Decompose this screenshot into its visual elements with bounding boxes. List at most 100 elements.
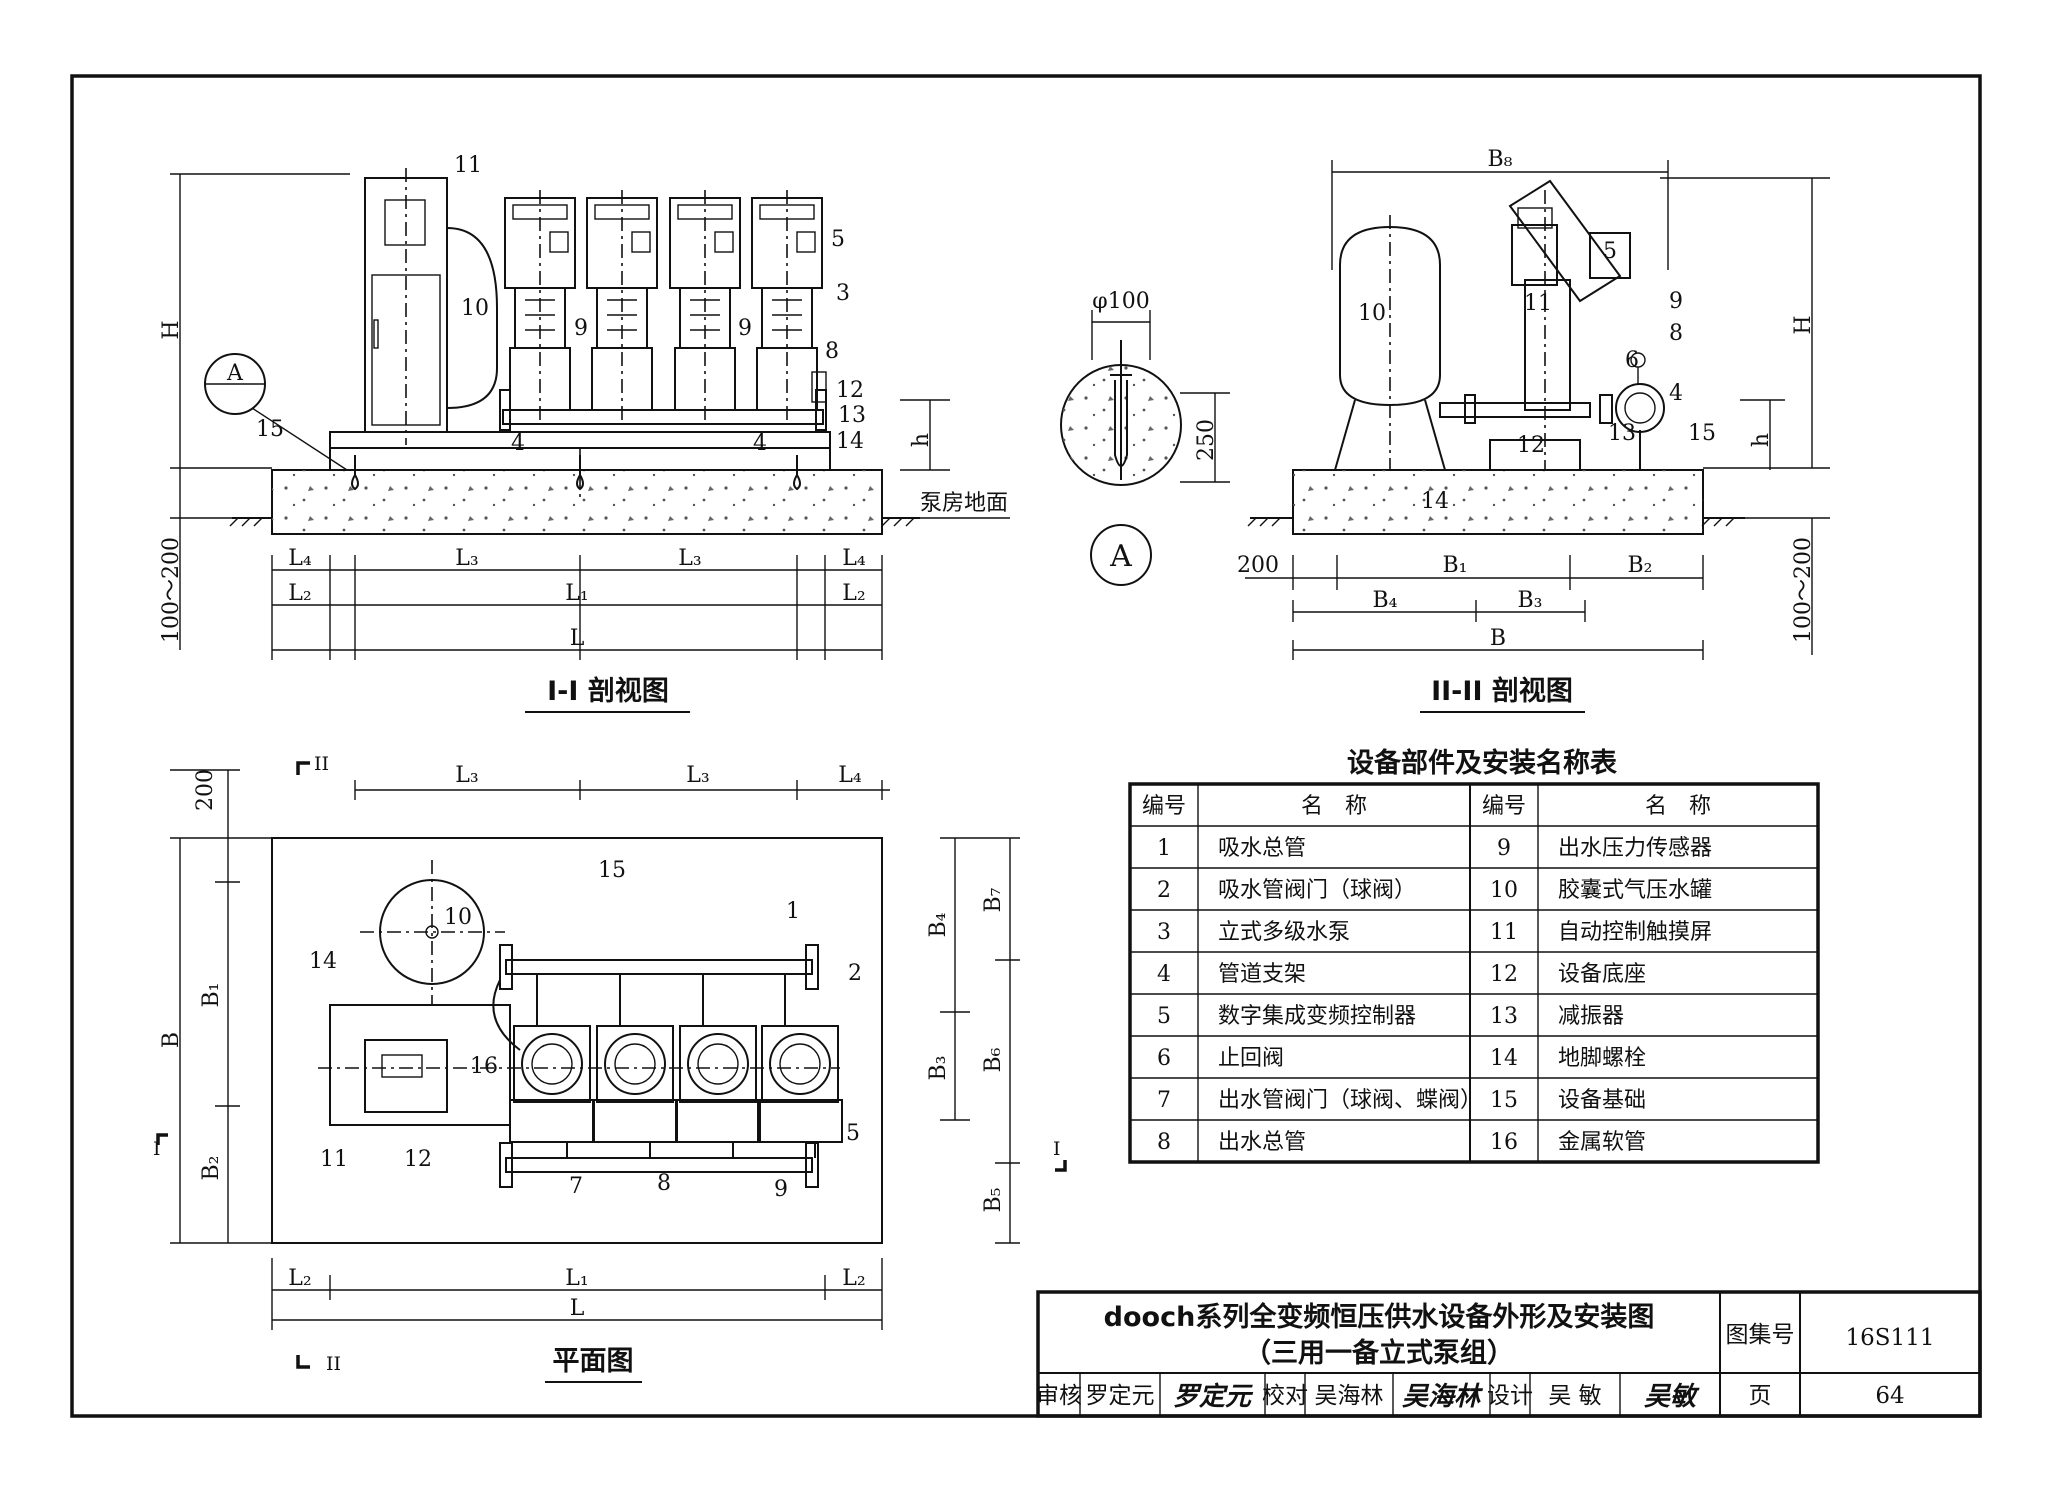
part-callout: 9 <box>1669 289 1683 314</box>
plan-dim-L4: L₄ <box>838 763 862 788</box>
table-cell: 1 <box>1157 836 1171 861</box>
table-cell: 出水管阀门（球阀、蝶阀） <box>1218 1088 1482 1113</box>
page-number: 64 <box>1875 1383 1904 1409</box>
dim-L3-a: L₃ <box>455 546 478 571</box>
table-cell: 5 <box>1157 1004 1171 1029</box>
caption-section-2: II-II 剖视图 <box>1431 675 1573 707</box>
detail-diameter: φ100 <box>1092 289 1149 314</box>
table-cell: 7 <box>1157 1088 1171 1113</box>
table-header: 名 称 <box>1301 794 1367 819</box>
part-callout: 7 <box>569 1174 583 1199</box>
svg-text:A: A <box>226 361 244 386</box>
table-cell: 止回阀 <box>1218 1046 1284 1071</box>
plan-dimensions: 200 B B₁ B₂ B₄ B₃ B₇ B₆ B₅ L₃ L₃ L₄ <box>153 753 1067 1383</box>
plan-dim-L: L <box>570 1296 585 1321</box>
dim-L4-a: L₄ <box>288 546 312 571</box>
dim-H-right: H <box>1791 315 1816 334</box>
atlas-label: 图集号 <box>1726 1322 1795 1348</box>
dim-L2-a: L₂ <box>288 581 311 606</box>
atlas-number: 16S111 <box>1846 1325 1935 1351</box>
table-cell: 吸水总管 <box>1218 836 1306 861</box>
detail-depth: 250 <box>1194 419 1219 461</box>
part-callout: 8 <box>1669 321 1683 346</box>
title-line-1: dooch系列全变频恒压供水设备外形及安装图 <box>1104 1301 1655 1333</box>
designer-signature: 吴敏 <box>1644 1382 1700 1412</box>
dim-h-2: h <box>1749 433 1774 447</box>
dim-B1-ii: B₁ <box>1443 553 1468 578</box>
sheet-border <box>70 74 1982 1418</box>
part-callout: 5 <box>831 227 845 252</box>
table-cell: 数字集成变频控制器 <box>1218 1004 1416 1029</box>
plan-dim-B2: B₂ <box>199 1156 224 1181</box>
pump-unit <box>669 190 741 425</box>
dim-H-left: H <box>159 320 184 339</box>
table-cell: 自动控制触摸屏 <box>1558 920 1712 945</box>
part-callout: 13 <box>838 403 866 428</box>
part-callout: 11 <box>1524 291 1552 316</box>
dim-B4-ii: B₄ <box>1373 588 1398 613</box>
table-cell: 2 <box>1157 878 1171 903</box>
part-callout: 14 <box>1421 489 1449 514</box>
dim-B3-ii: B₃ <box>1518 588 1543 613</box>
check-label: 校对 <box>1262 1383 1308 1409</box>
part-callout: 3 <box>836 281 850 306</box>
table-header: 编号 <box>1142 794 1186 819</box>
plan-dim-B5: B₅ <box>981 1188 1006 1213</box>
table-cell: 管道支架 <box>1218 962 1306 987</box>
table-cell: 6 <box>1157 1046 1171 1071</box>
part-callout: 11 <box>454 153 482 178</box>
table-cell: 设备基础 <box>1558 1088 1646 1113</box>
checker-name: 吴海林 <box>1315 1383 1384 1409</box>
part-callout: 6 <box>1625 348 1639 373</box>
table-cell: 14 <box>1490 1046 1518 1071</box>
pump-unit <box>504 190 576 425</box>
part-callout: 14 <box>836 429 864 454</box>
part-callout: 12 <box>404 1147 432 1172</box>
table-cell: 胶囊式气压水罐 <box>1558 878 1712 903</box>
plan-dim-L3-b: L₃ <box>686 763 709 788</box>
caption-plan: 平面图 <box>553 1346 634 1377</box>
dim-L2-b: L₂ <box>842 581 865 606</box>
plan-dim-B1: B₁ <box>199 983 224 1008</box>
part-callout: 1 <box>786 899 800 924</box>
table-cell: 12 <box>1490 962 1518 987</box>
part-callout: 12 <box>836 378 864 403</box>
table-cell: 出水压力传感器 <box>1558 836 1712 861</box>
plan-pump <box>757 974 843 1158</box>
plan-dim-B7: B₇ <box>981 887 1006 912</box>
part-callout: 5 <box>1603 239 1617 264</box>
plan-dim-L2-b: L₂ <box>842 1266 865 1291</box>
part-callout: 15 <box>1688 421 1716 446</box>
table-cell: 9 <box>1497 836 1511 861</box>
dim-B-ii: B <box>1490 626 1506 651</box>
plan-pump <box>675 974 761 1158</box>
part-callout: 15 <box>256 417 284 442</box>
review-label: 审核 <box>1036 1383 1082 1409</box>
svg-text:II: II <box>314 753 329 775</box>
pump-unit <box>751 190 823 425</box>
plan-pump <box>509 974 595 1158</box>
section-1-1-view <box>229 168 920 535</box>
table-cell: 立式多级水泵 <box>1218 920 1350 945</box>
dim-B8: B₈ <box>1488 147 1513 172</box>
part-callout: 11 <box>320 1147 348 1172</box>
part-callout: 15 <box>598 858 626 883</box>
part-callout: 4 <box>1669 381 1683 406</box>
part-callout: 8 <box>825 339 839 364</box>
plan-foundation <box>271 837 883 1244</box>
section-mark-A: A <box>204 353 348 471</box>
dim-L: L <box>570 626 585 651</box>
pump-row <box>504 190 823 425</box>
table-cell: 减振器 <box>1558 1004 1624 1029</box>
dim-h-1: h <box>909 433 934 447</box>
part-callout: 10 <box>444 905 472 930</box>
part-callout: 9 <box>574 316 588 341</box>
table-cell: 地脚螺栓 <box>1558 1046 1646 1071</box>
parts-table-title: 设备部件及安装名称表 <box>1347 747 1617 779</box>
dim-L4-b: L₄ <box>842 546 866 571</box>
part-callout: 4 <box>511 431 525 456</box>
design-label: 设计 <box>1487 1383 1533 1409</box>
plan-dim-200: 200 <box>193 769 218 811</box>
